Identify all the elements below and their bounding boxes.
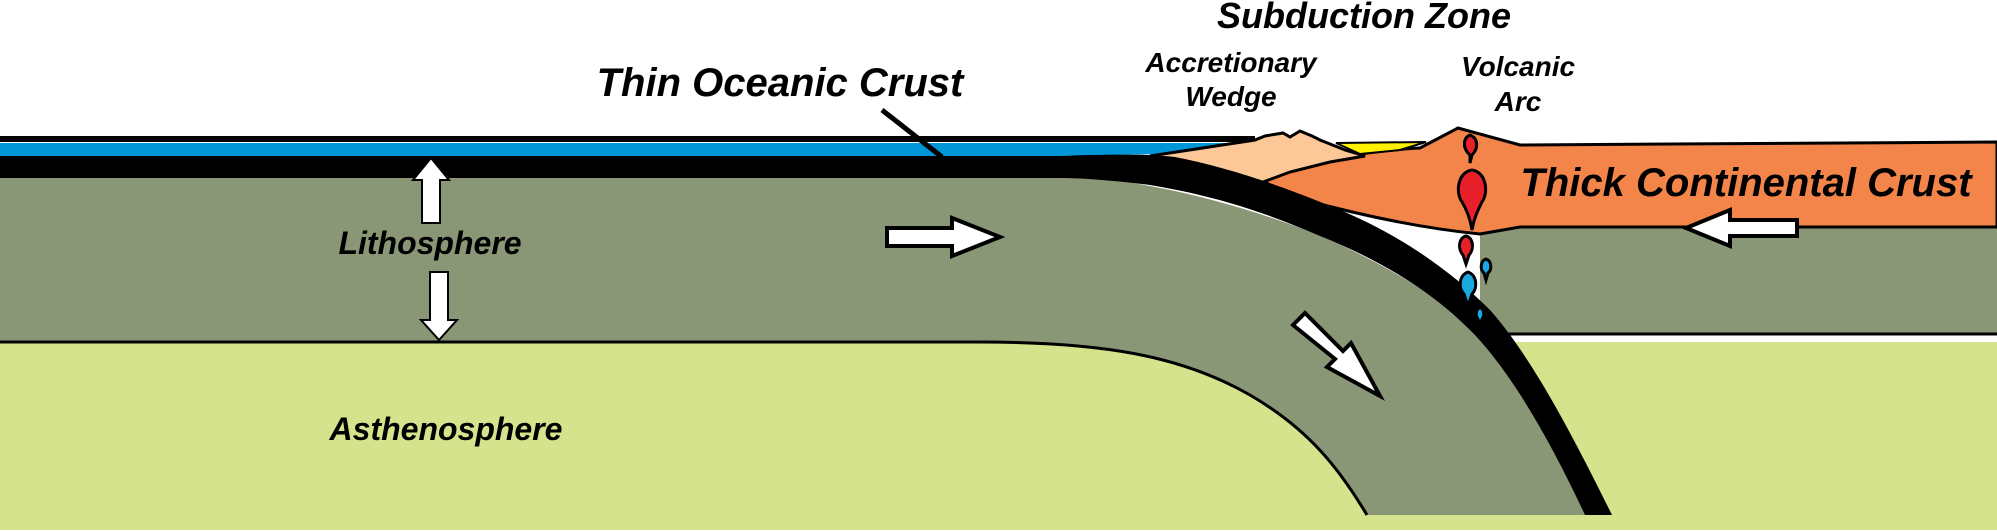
oceanic-lithosphere-slab <box>0 176 1612 515</box>
ocean-water <box>0 143 1240 158</box>
label-accretionary-wedge-line1: Accretionary <box>1144 47 1318 78</box>
forearc-sediment <box>1335 141 1427 156</box>
magma-droplet-red <box>1462 133 1479 164</box>
asthenosphere-layer <box>0 342 1997 530</box>
fluid-droplet-blue <box>1458 270 1478 311</box>
lithosphere-thickness-up-arrow <box>410 156 452 224</box>
oceanic-plate-motion-arrow <box>885 215 1006 259</box>
fluid-droplet-blue-tiny <box>1475 306 1485 326</box>
magma-droplet-red-small <box>1458 234 1474 269</box>
lithosphere-base-line <box>0 340 1369 516</box>
lithosphere-thickness-down-arrow <box>418 271 460 342</box>
magma-droplet-red-large <box>1456 168 1488 231</box>
continental-lithosphere <box>1480 220 1997 334</box>
continental-plate-motion-arrow <box>1680 207 1799 249</box>
label-thin-oceanic-crust: Thin Oceanic Crust <box>597 61 965 105</box>
label-accretionary-wedge-line2: Wedge <box>1185 81 1276 112</box>
label-thick-continental-crust: Thick Continental Crust <box>1520 161 1973 205</box>
slab-descent-arrow <box>1290 310 1386 402</box>
oceanic-crust-leader-line <box>880 108 944 159</box>
label-asthenosphere: Asthenosphere <box>329 411 563 447</box>
label-lithosphere: Lithosphere <box>338 225 521 261</box>
fluid-droplet-blue-small <box>1479 257 1493 286</box>
label-volcanic-arc-line2: Arc <box>1494 86 1542 117</box>
diagram-title: Subduction Zone <box>1217 0 1511 36</box>
label-volcanic-arc-line1: Volcanic <box>1461 51 1576 82</box>
magma-droplets <box>1456 133 1493 326</box>
